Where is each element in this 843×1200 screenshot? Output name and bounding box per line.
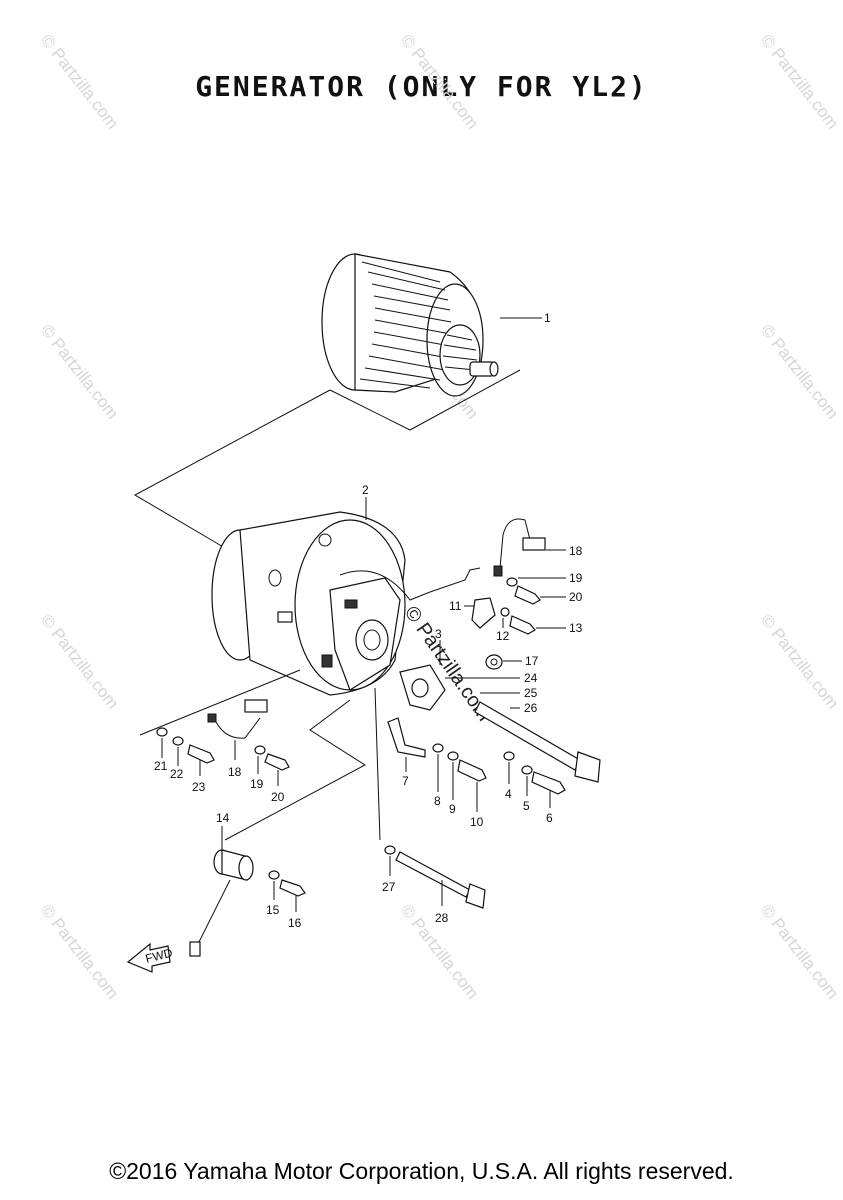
watermark-text: © Partzilla.com: [757, 31, 843, 133]
callout-7: 7: [402, 774, 409, 788]
condenser-part: [189, 849, 306, 957]
copyright-footer: ©2016 Yamaha Motor Corporation, U.S.A. A…: [109, 1158, 734, 1184]
callout-20: 20: [569, 590, 583, 604]
callout-28: 28: [435, 911, 449, 925]
callout-10: 10: [470, 815, 484, 829]
brush-holder-part: [471, 597, 536, 635]
callout-2: 2: [362, 483, 369, 497]
callout-8: 8: [434, 794, 441, 808]
watermark-text: © Partzilla.com: [397, 31, 483, 133]
forward-direction-arrow: FWD: [126, 942, 174, 973]
left-fastener-group: [156, 699, 290, 771]
callout-4: 4: [505, 787, 512, 801]
callout-15: 15: [266, 903, 280, 917]
callout-20-left: 20: [271, 790, 285, 804]
callout-19-left: 19: [250, 777, 264, 791]
armature-part: [321, 253, 499, 397]
washer-screw-part: [506, 577, 541, 605]
callout-11: 11: [449, 599, 462, 613]
fwd-label: FWD: [144, 946, 174, 966]
callout-14: 14: [216, 811, 230, 825]
callout-5: 5: [523, 799, 530, 813]
assembly-guide-line: [139, 669, 381, 841]
diagram-title: GENERATOR (ONLY FOR YL2): [195, 70, 648, 103]
callout-12: 12: [496, 629, 510, 643]
callout-27: 27: [382, 880, 396, 894]
watermark-text: © Partzilla.com: [757, 611, 843, 713]
callout-16: 16: [288, 916, 302, 930]
callout-22: 22: [170, 767, 184, 781]
callout-25: 25: [524, 686, 538, 700]
callout-18-left: 18: [228, 765, 242, 779]
through-bolt-part: [474, 701, 601, 783]
watermark-text: © Partzilla.com: [37, 611, 123, 713]
callout-24: 24: [524, 671, 538, 685]
callout-17: 17: [525, 654, 539, 668]
brush-plate-assembly: [399, 654, 503, 711]
lead-wire-part: [429, 518, 546, 593]
callout-13: 13: [569, 621, 583, 635]
watermark-text: © Partzilla.com: [757, 321, 843, 423]
callout-19: 19: [569, 571, 583, 585]
assembly-guide-line: [329, 389, 411, 431]
washer-screw-part: [503, 751, 566, 795]
callout-18: 18: [569, 544, 583, 558]
callout-3: 3: [435, 627, 442, 641]
callout-26: 26: [524, 701, 538, 715]
watermarks: © Partzilla.com © Partzilla.com © Partzi…: [37, 31, 843, 1003]
callout-21: 21: [154, 759, 168, 773]
bracket-part: [387, 717, 487, 782]
callout-6: 6: [546, 811, 553, 825]
callout-1: 1: [544, 311, 551, 325]
watermark-text: © Partzilla.com: [37, 321, 123, 423]
long-bolt-part: [384, 845, 486, 909]
yoke-housing-part: [211, 511, 431, 696]
assembly-guide-line: [133, 369, 521, 549]
watermark-text: © Partzilla.com: [757, 901, 843, 1003]
callout-23: 23: [192, 780, 206, 794]
watermark-text: © Partzilla.com: [37, 31, 123, 133]
watermark-text: © Partzilla.com: [37, 901, 123, 1003]
callout-9: 9: [449, 802, 456, 816]
